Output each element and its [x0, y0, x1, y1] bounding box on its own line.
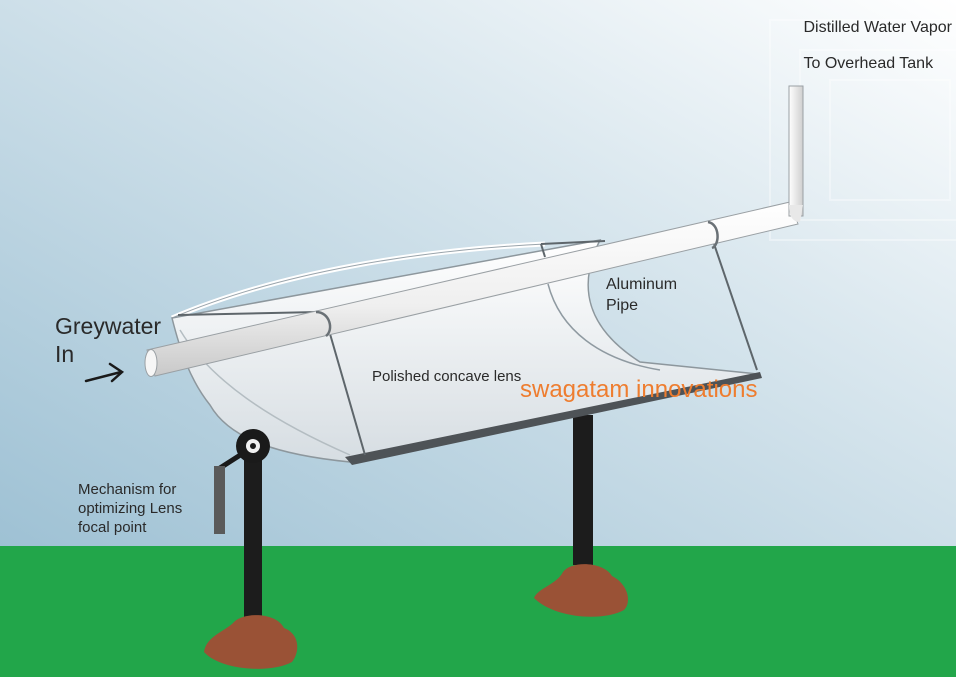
front-soil-mound: [204, 615, 298, 669]
vapor-riser-pipe: [788, 85, 804, 217]
watermark-text: swagatam innovations: [520, 376, 758, 403]
rear-soil-mound: [534, 564, 628, 617]
vapor-label-line2: To Overhead Tank: [803, 55, 934, 72]
vapor-outlet-label: Distilled Water Vapor To Overhead Tank: [804, 10, 953, 82]
front-stand-post: [244, 447, 262, 619]
mechanism-label: Mechanism for optimizing Lens focal poin…: [78, 480, 182, 537]
concave-lens-label: Polished concave lens: [372, 368, 522, 385]
mechanism-label-line1: Mechanism for: [78, 481, 177, 498]
trough-body: [171, 238, 759, 463]
lens-edge: [345, 372, 762, 465]
pipe-clamp-left: [315, 310, 332, 337]
greywater-label-line1: Greywater: [55, 313, 162, 339]
aluminum-label-line2: Pipe: [606, 297, 639, 314]
grass-ground: [0, 546, 956, 677]
support-rods: [177, 237, 758, 456]
trough-right-end-curve: [547, 283, 661, 371]
aluminum-pipe-label: Aluminum Pipe: [606, 274, 677, 316]
mechanism-label-line2: optimizing Lens: [78, 500, 183, 517]
greywater-label-line2: In: [55, 341, 75, 367]
focus-mechanism: [214, 429, 270, 534]
aluminum-label-line1: Aluminum: [606, 276, 678, 293]
inlet-arrow: [84, 362, 125, 383]
greywater-inlet-label: Greywater In: [55, 312, 161, 368]
pipe-clamp-right: [707, 220, 719, 250]
vapor-label-line1: Distilled Water Vapor: [803, 19, 953, 36]
mechanism-label-line3: focal point: [78, 519, 147, 536]
rear-stand-post: [573, 415, 593, 565]
pipe-inlet-end: [144, 349, 158, 377]
